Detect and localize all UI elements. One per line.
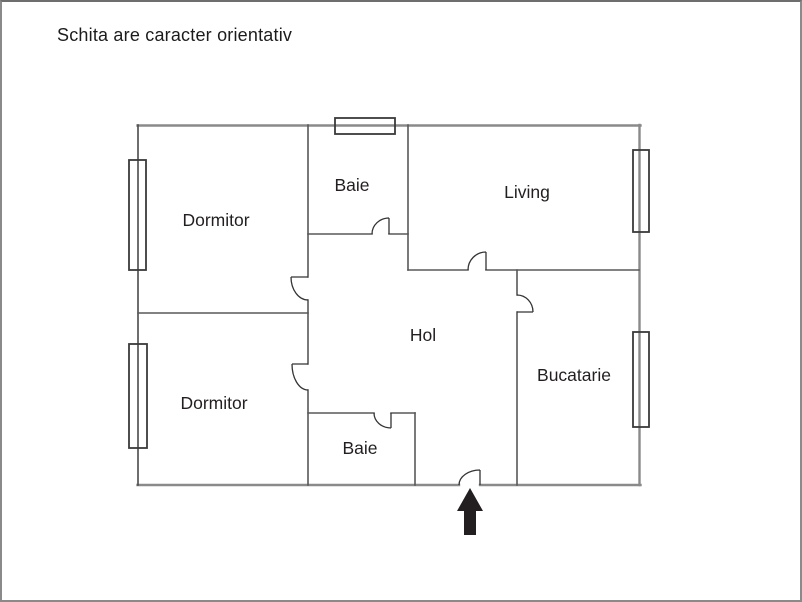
window-living [632,149,650,233]
interior-walls [137,124,640,486]
doors [290,217,534,486]
room-label-living: Living [504,182,550,202]
room-label-bucatarie: Bucatarie [537,365,611,385]
door-entrance [458,469,481,486]
exterior-walls [136,123,642,487]
disclaimer-text: Schita are caracter orientativ [57,25,293,45]
window-dormitor-2 [128,343,148,449]
entrance-arrow-icon [457,488,483,535]
room-label-baie-2: Baie [342,438,377,458]
window-baie-1 [334,117,396,135]
window-dormitor-1 [128,159,147,271]
door-living [467,251,487,271]
windows [128,117,650,449]
room-label-baie-1: Baie [334,175,369,195]
door-dormitor-2 [291,363,309,391]
door-baie-1 [371,217,390,235]
room-label-dormitor-1: Dormitor [182,210,249,230]
room-label-hol: Hol [410,325,436,345]
room-label-dormitor-2: Dormitor [180,393,247,413]
room-labels: Dormitor Baie Living Hol Bucatarie Dormi… [180,175,611,458]
door-baie-2 [373,412,392,429]
window-bucatarie [632,331,650,428]
door-dormitor-1 [290,276,309,301]
door-bucatarie [516,294,534,313]
